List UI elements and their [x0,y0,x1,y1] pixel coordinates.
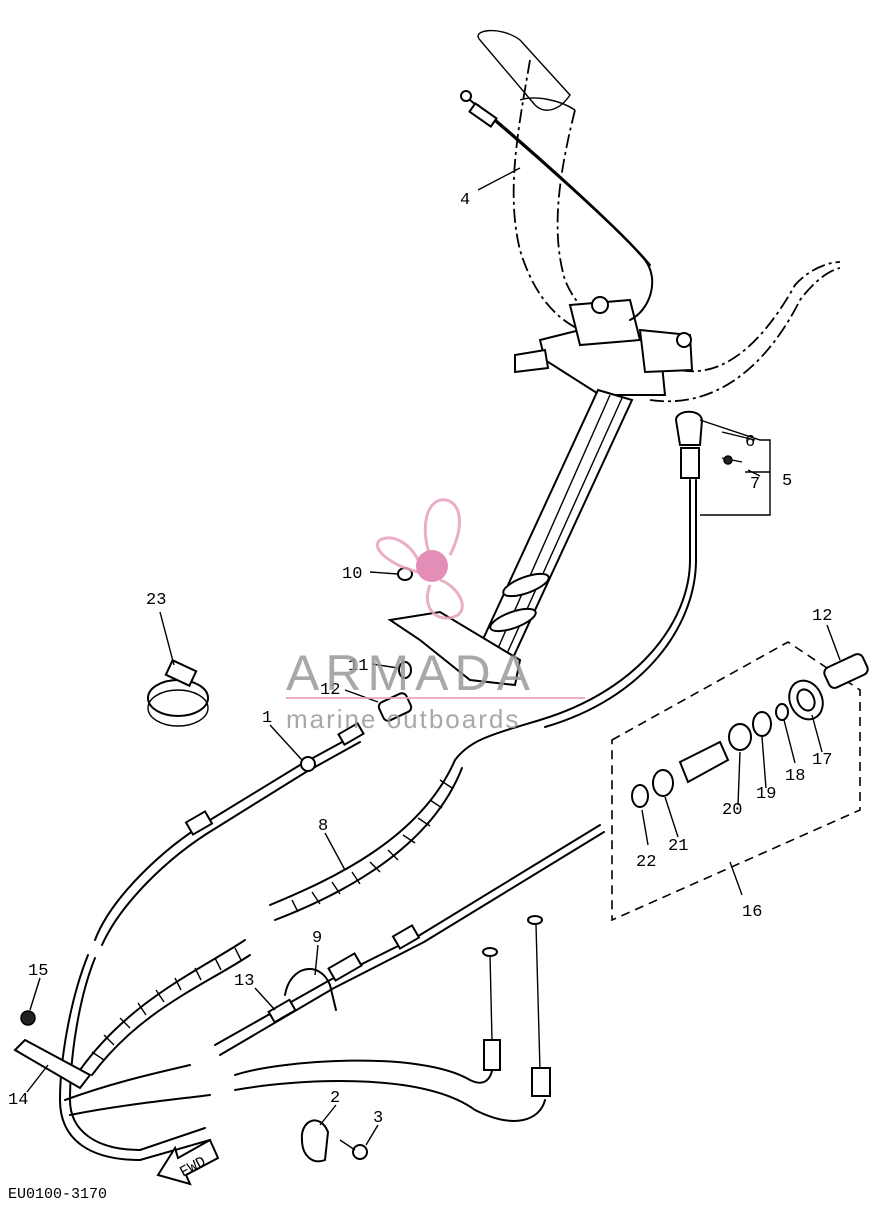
callout-11: 11 [348,657,368,676]
callout-bracket-5 [699,419,771,516]
callout-17: 17 [812,751,832,770]
callout-22: 22 [636,853,656,872]
cable-1 [59,721,365,1161]
callout-box-16 [611,641,861,922]
band-clamp [147,658,209,727]
callout-4: 4 [460,191,470,210]
steering-column [387,388,634,687]
clip-2 [300,1119,368,1163]
callout-21: 21 [668,837,688,856]
callout-8: 8 [318,817,328,836]
watermark: ARMADA marine outboards [286,498,585,734]
callout-19: 19 [756,785,776,804]
callout-20: 20 [722,801,742,820]
callout-9: 9 [312,929,322,948]
cable-13 [214,824,605,1056]
callout-12b: 12 [812,607,832,626]
callout-2: 2 [330,1089,340,1108]
callout-15: 15 [28,962,48,981]
callout-23: 23 [146,591,166,610]
small-parts [377,567,413,722]
part-callouts: 1 2 3 4 5 6 7 8 9 10 11 12 12 13 14 15 1… [8,191,832,1128]
fwd-arrow: FWD [156,1138,220,1186]
leader-lines [26,167,841,1146]
callout-12a: 12 [320,681,340,700]
spiral-wrap [79,759,463,1076]
spiral-turns [91,779,453,1061]
clamp-9 [284,968,337,1011]
throttle-cable [460,90,654,321]
callout-13: 13 [234,972,254,991]
callout-7: 7 [750,475,760,494]
watermark-brand: ARMADA [286,645,536,701]
choke-cable [454,410,743,761]
bracket-14 [13,1010,92,1090]
watermark-tagline: marine outboards [286,704,520,734]
callout-1: 1 [262,709,272,728]
propeller-icon [376,498,464,620]
connector-parts [631,653,869,808]
drawing-code: EU0100-3170 [8,1186,107,1203]
callout-10: 10 [342,565,362,584]
callout-18: 18 [785,767,805,786]
callout-6: 6 [745,433,755,452]
callout-5: 5 [782,472,792,491]
callout-14: 14 [8,1091,28,1110]
callout-3: 3 [373,1109,383,1128]
handlebar-clamp [514,296,694,396]
lower-cables [64,915,551,1122]
callout-16: 16 [742,903,762,922]
